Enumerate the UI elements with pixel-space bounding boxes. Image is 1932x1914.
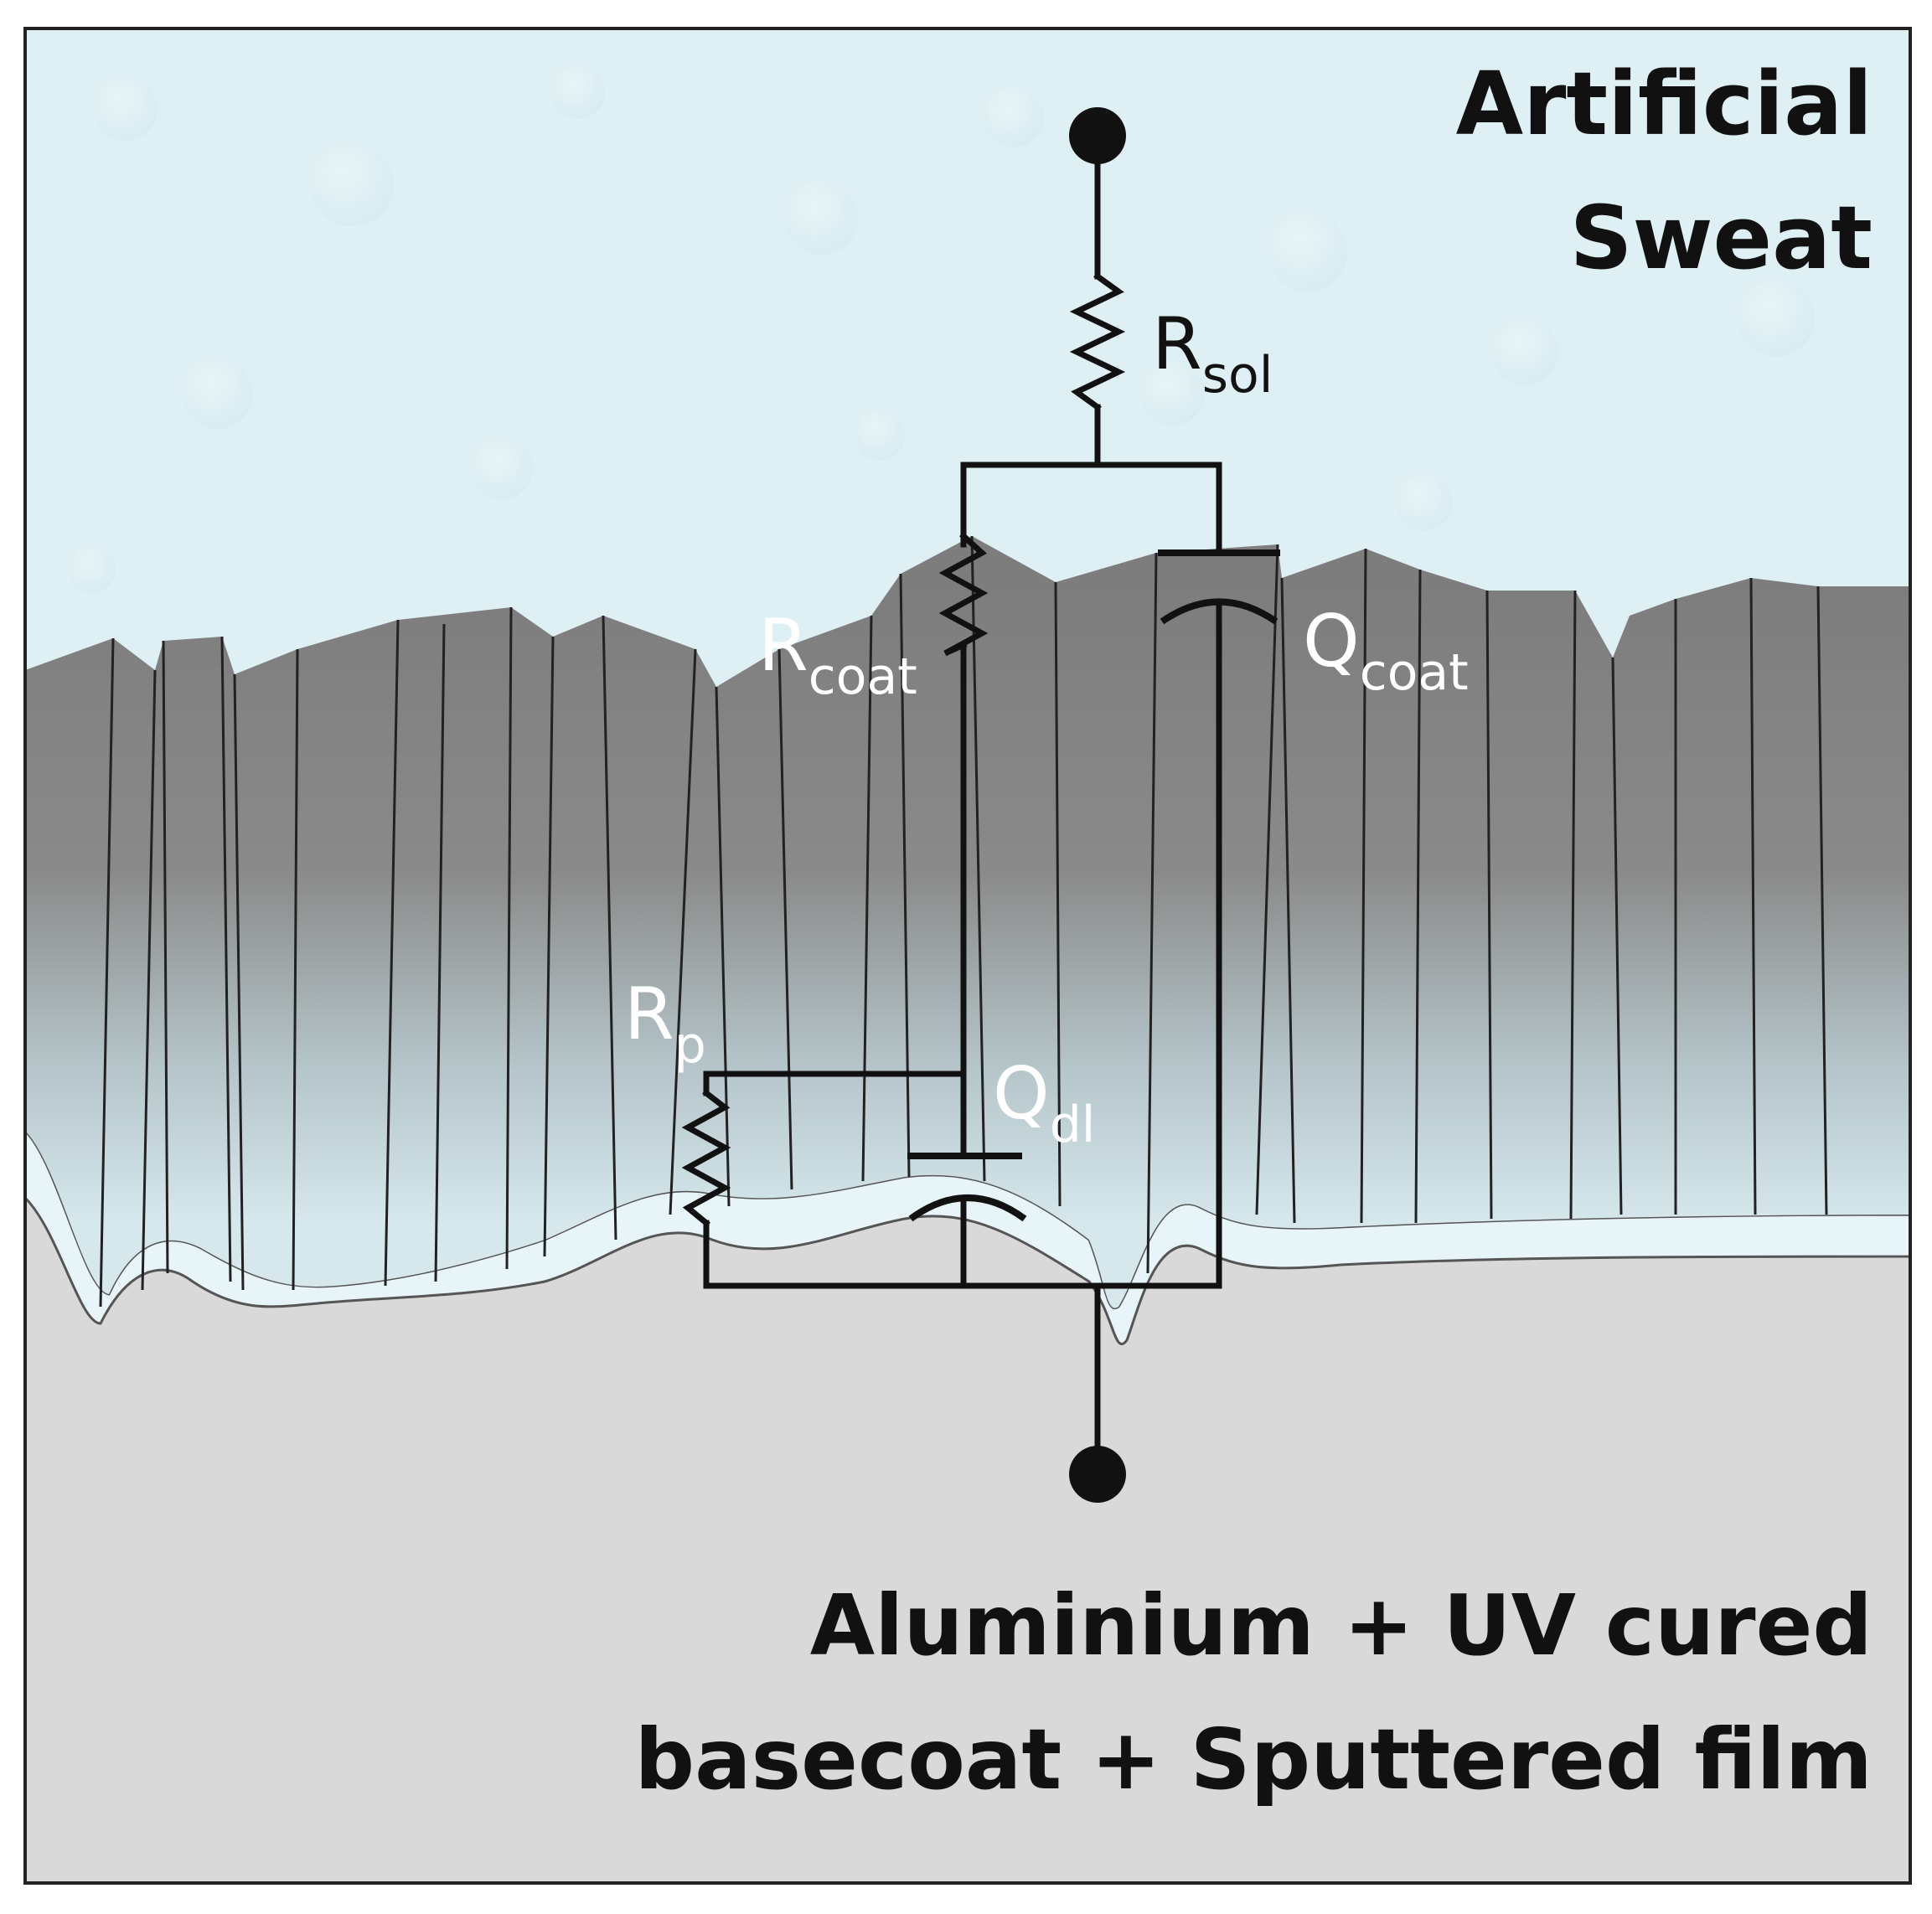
- column-edge: [162, 640, 169, 1274]
- r-p-resistor: [681, 1089, 731, 1227]
- columnar-coating: [25, 536, 1910, 1308]
- r-coat-label-main: R: [758, 604, 808, 688]
- r-coat-label-sub: coat: [808, 647, 917, 706]
- column-edge: [1816, 586, 1828, 1215]
- column-edge: [543, 636, 555, 1257]
- substrate-title-line2: basecoat + Sputtered film: [635, 1710, 1873, 1808]
- q-dl-label: Qdl: [993, 1052, 1095, 1154]
- bottom-terminal: [1069, 1446, 1126, 1503]
- r-coat-label: Rcoat: [758, 604, 917, 706]
- column-edge: [1569, 590, 1577, 1220]
- column-edge: [384, 619, 400, 1287]
- column-edge: [99, 637, 115, 1308]
- column-edge: [1611, 657, 1623, 1215]
- q-dl-label-main: Q: [993, 1052, 1050, 1136]
- column-edge: [1054, 581, 1062, 1207]
- top-terminal: [1069, 107, 1126, 164]
- circuit: [681, 107, 1280, 1503]
- q-coat-label-sub: coat: [1360, 643, 1469, 702]
- r-sol-label-sub: sol: [1202, 346, 1273, 405]
- q-dl-plate-bottom: [908, 1194, 1027, 1222]
- column-edge: [970, 535, 986, 1182]
- column-edge: [1414, 569, 1422, 1224]
- column-edge: [669, 648, 697, 1215]
- r-sol-label: Rsol: [1152, 302, 1273, 405]
- r-sol-resistor: [1069, 272, 1126, 411]
- column-edge: [1146, 552, 1158, 1274]
- column-edge: [1749, 577, 1757, 1215]
- r-p-label-sub: p: [674, 1016, 706, 1075]
- electrolyte-title-line2: Sweat: [1570, 187, 1873, 289]
- q-coat-label-main: Q: [1303, 600, 1360, 684]
- column-edge: [220, 636, 232, 1282]
- diagram-frame: [23, 27, 1912, 1885]
- column-edge: [1485, 590, 1493, 1220]
- column-edge: [715, 686, 731, 1207]
- column-edge: [233, 673, 245, 1291]
- r-sol-label-main: R: [1152, 302, 1202, 386]
- column-edge: [861, 615, 873, 1182]
- r-coat-resistor: [938, 532, 989, 657]
- electrolyte-title-line1: Artificial: [1456, 53, 1873, 155]
- r-p-label: Rp: [624, 972, 706, 1075]
- column-edge: [1280, 577, 1296, 1224]
- column-edge: [1255, 544, 1279, 1215]
- column-edge: [141, 669, 157, 1291]
- q-dl-label-sub: dl: [1050, 1096, 1096, 1154]
- column-edge: [602, 615, 617, 1241]
- column-edge: [777, 648, 793, 1190]
- electrolyte-texture: [69, 65, 1815, 593]
- r-p-label-main: R: [624, 972, 674, 1056]
- column-edge: [505, 606, 513, 1270]
- substrate-region: [25, 1198, 1910, 1883]
- substrate-title-line1: Aluminium + UV cured: [810, 1576, 1873, 1674]
- column-edge: [1360, 548, 1367, 1224]
- column-edge: [292, 648, 299, 1291]
- q-coat-label: Qcoat: [1303, 600, 1469, 702]
- column-edge: [434, 623, 446, 1282]
